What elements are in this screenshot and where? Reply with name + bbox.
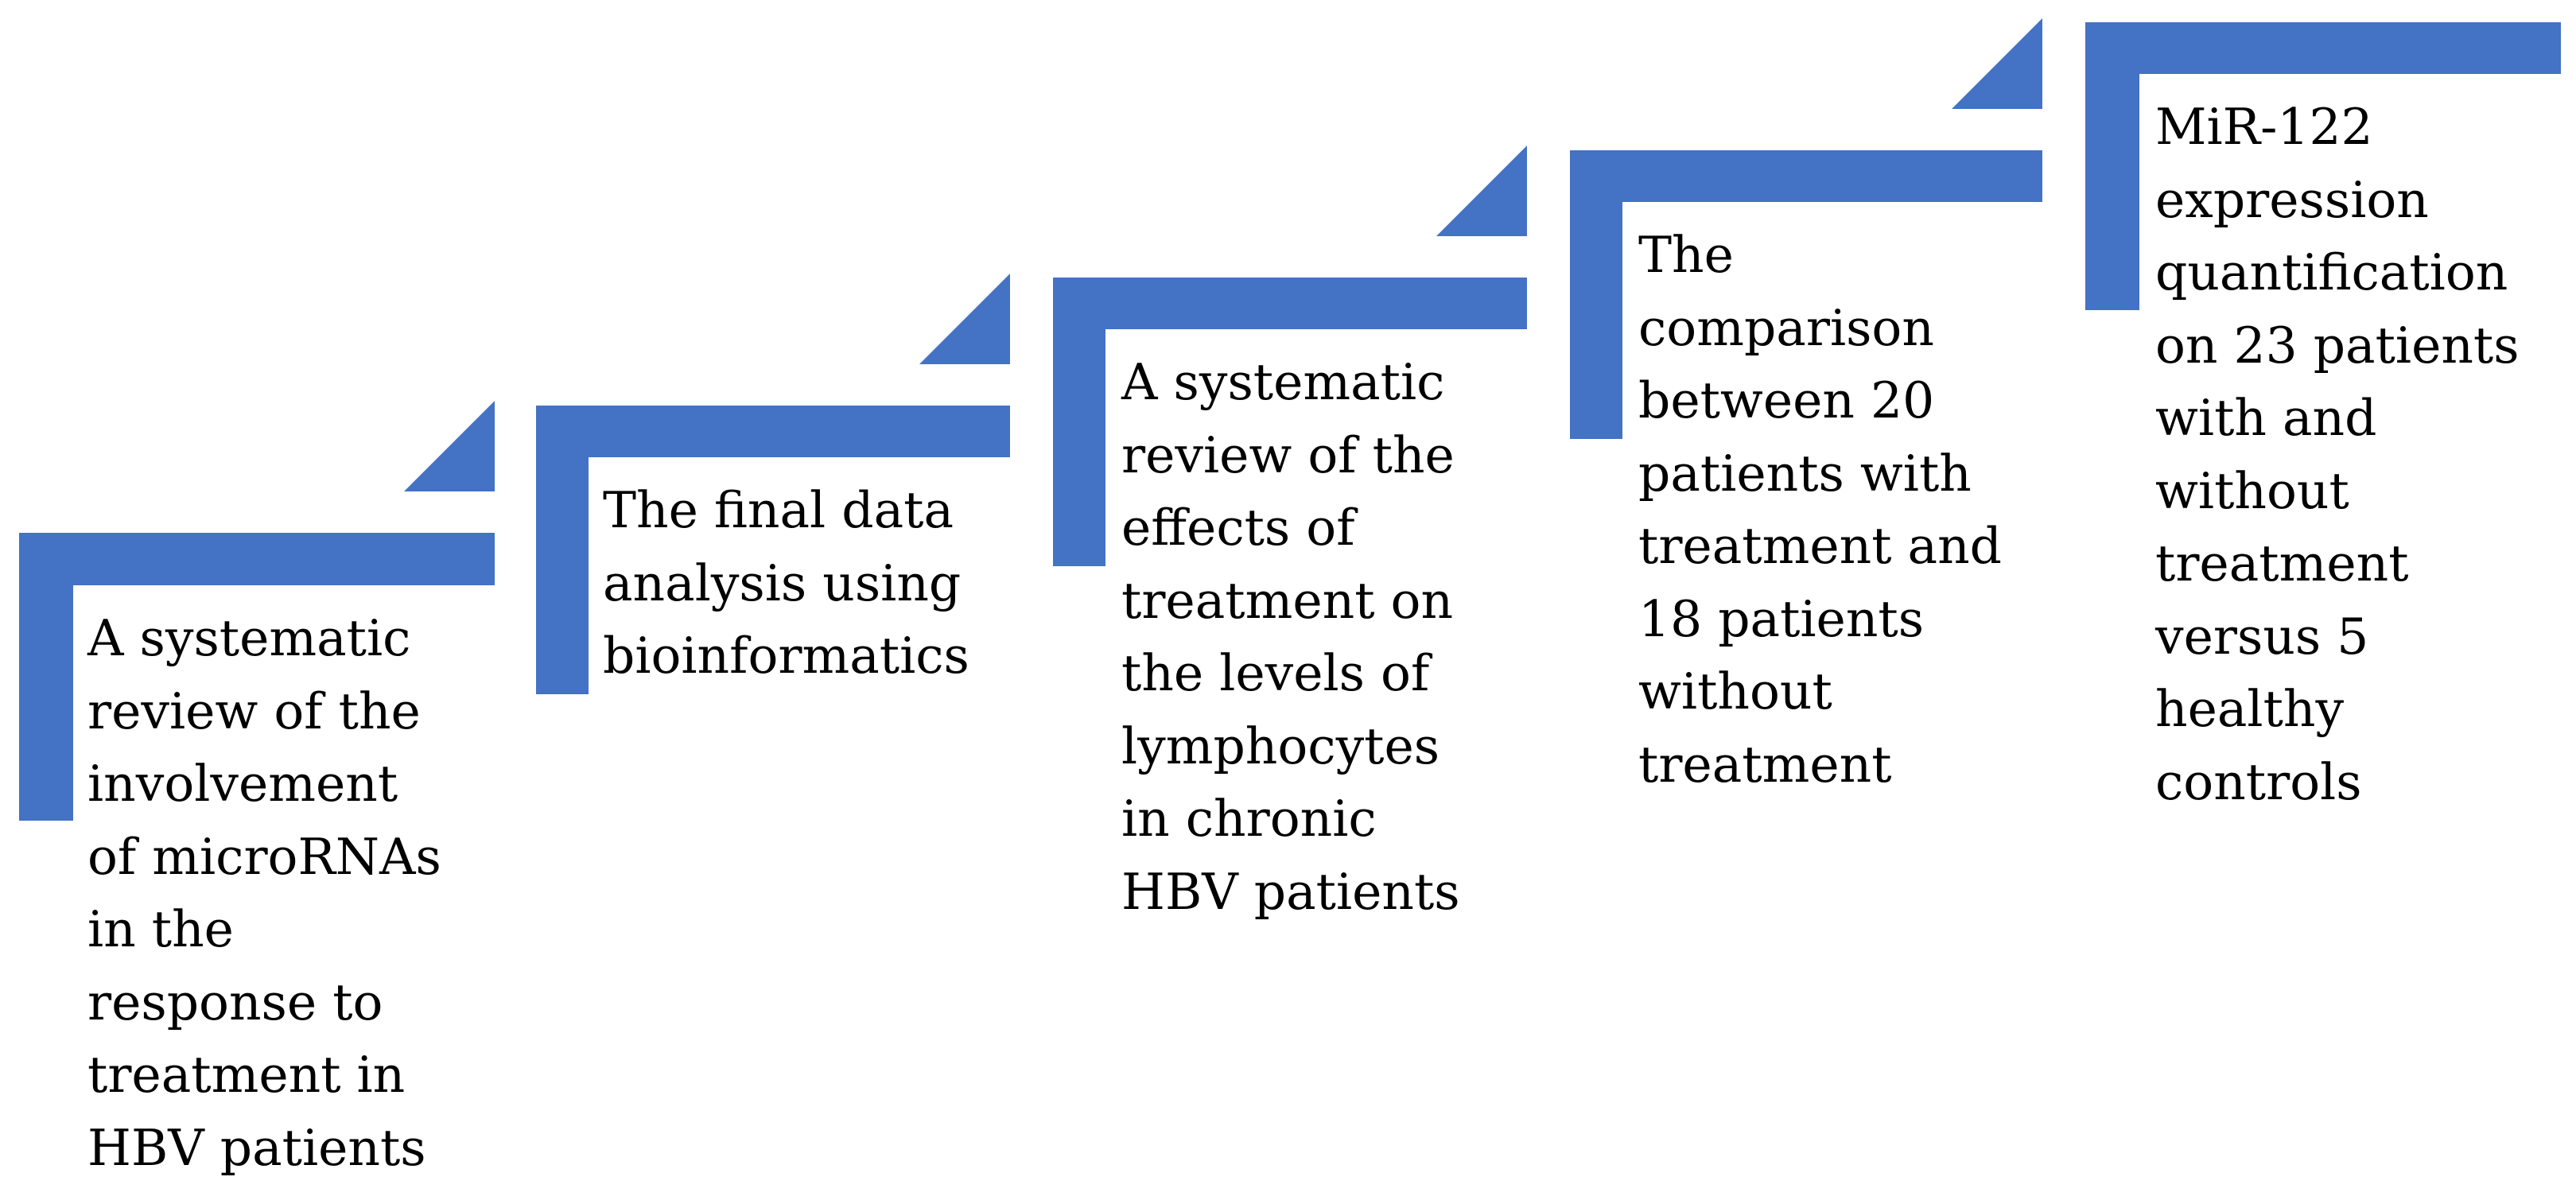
step-3-corner-bracket — [1053, 278, 1527, 566]
step-1-corner-bracket — [19, 533, 495, 821]
step-5-corner-bracket — [2085, 22, 2561, 310]
step-4-text: The comparison between 20 patients with … — [1638, 226, 2002, 794]
step-4-corner-bracket — [1570, 150, 2042, 439]
step-1-arrow-triangle — [404, 401, 495, 491]
step-5-text: MiR-122 expression quantification on 23 … — [2155, 98, 2520, 811]
step-1-shape — [19, 401, 495, 821]
step-4-shape — [1570, 18, 2042, 439]
step-2-corner-bracket — [536, 406, 1010, 694]
step-1-text: A systematic review of the involvement o… — [87, 609, 441, 1177]
step-3-arrow-triangle — [1436, 146, 1527, 236]
step-2-text: The final data analysis using bioinforma… — [603, 481, 969, 685]
step-2-shape — [536, 274, 1010, 694]
step-3-text: A systematic review of the effects of tr… — [1121, 353, 1460, 921]
step-5-shape — [2085, 22, 2561, 310]
step-4-arrow-triangle — [1952, 18, 2042, 109]
step-3-shape — [1053, 146, 1527, 566]
step-2-arrow-triangle — [919, 274, 1010, 364]
